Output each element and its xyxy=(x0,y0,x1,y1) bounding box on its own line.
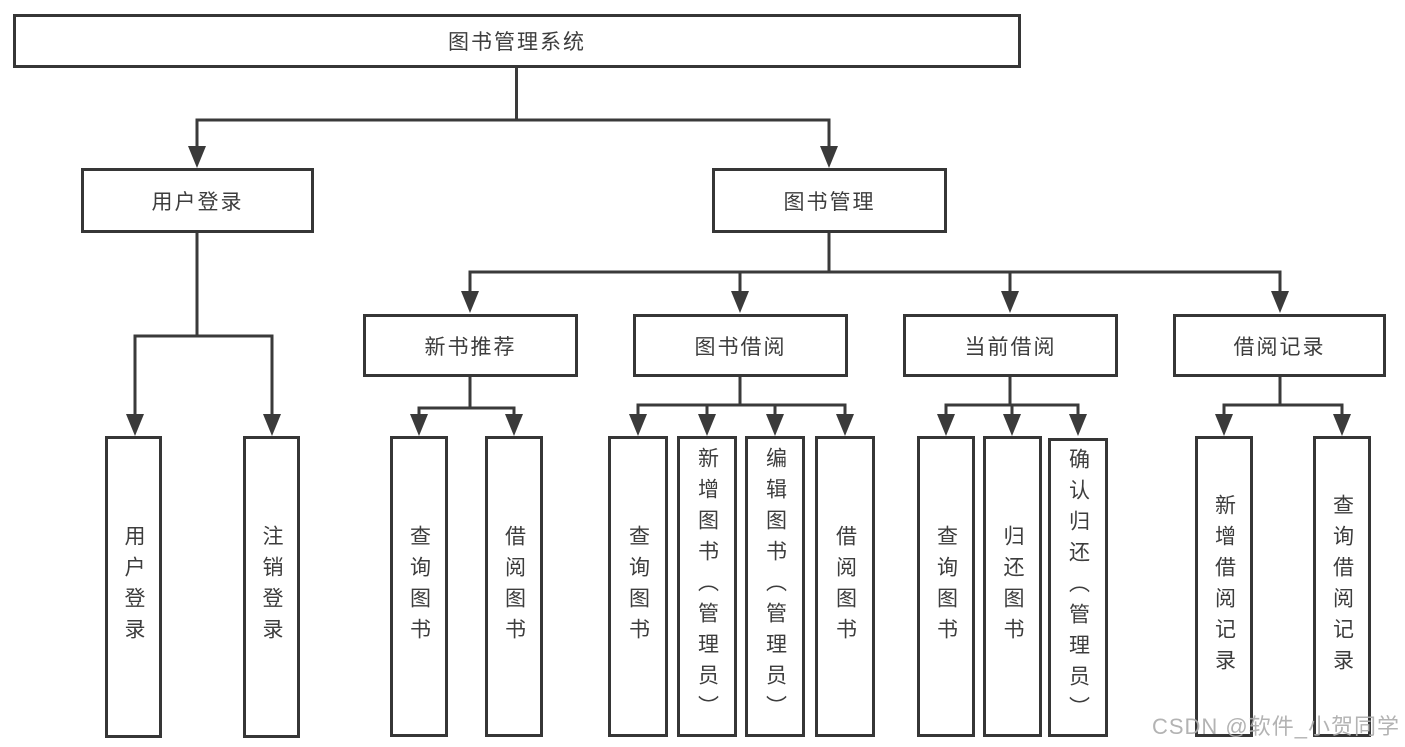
leaf-query-books-borrowing: 查询图书 xyxy=(608,436,668,737)
leaf-logout: 注销登录 xyxy=(243,436,300,738)
arrow-to-leaf-logout xyxy=(263,414,281,436)
node-book-management: 图书管理 xyxy=(712,168,947,233)
arrow-leaf xyxy=(1215,414,1233,436)
node-root-system: 图书管理系统 xyxy=(13,14,1021,68)
arrow-to-new-book-recommend xyxy=(461,291,479,313)
node-new-book-recommend-label: 新书推荐 xyxy=(424,335,517,359)
arrow-leaf xyxy=(1003,414,1021,436)
connector-root-trunk xyxy=(195,68,831,148)
leaf-return-books: 归还图书 xyxy=(983,436,1042,737)
leaf-query-books-recommend: 查询图书 xyxy=(390,436,448,737)
arrow-leaf xyxy=(836,414,854,436)
arrow-leaf xyxy=(766,414,784,436)
leaf-logout-label: 注销登录 xyxy=(260,525,283,649)
leaf-add-books-admin-label: 新增图书（管理员） xyxy=(695,447,719,726)
connector-book-borrowing-trunk xyxy=(636,377,847,418)
connector-current-borrowing-trunk xyxy=(944,377,1080,418)
arrow-leaf xyxy=(1333,414,1351,436)
arrow-to-book-management xyxy=(820,146,838,168)
arrow-to-leaf-user-login xyxy=(126,414,144,436)
leaf-query-books-current-label: 查询图书 xyxy=(934,524,958,649)
arrow-leaf xyxy=(1069,414,1087,436)
leaf-add-borrow-record-label: 新增借阅记录 xyxy=(1212,493,1236,680)
leaf-borrow-books-recommend-label: 借阅图书 xyxy=(502,524,526,649)
leaf-edit-books-admin: 编辑图书（管理员） xyxy=(745,436,805,737)
node-borrowing-records: 借阅记录 xyxy=(1173,314,1386,377)
arrow-leaf xyxy=(505,414,523,436)
connector-book-management-trunk xyxy=(468,233,1282,293)
leaf-confirm-return-admin-label: 确认归还（管理员） xyxy=(1066,448,1090,727)
node-user-login: 用户登录 xyxy=(81,168,314,233)
leaf-return-books-label: 归还图书 xyxy=(1001,524,1024,649)
arrow-to-current-borrowing xyxy=(1001,291,1019,313)
csdn-watermark: CSDN @软件_小贺同学 xyxy=(1151,714,1400,739)
arrow-leaf xyxy=(410,414,428,436)
arrow-leaf xyxy=(937,414,955,436)
leaf-confirm-return-admin: 确认归还（管理员） xyxy=(1048,438,1108,737)
leaf-query-books-current: 查询图书 xyxy=(917,436,975,737)
leaf-query-books-borrowing-label: 查询图书 xyxy=(626,524,650,649)
leaf-user-login: 用户登录 xyxy=(105,436,162,738)
leaf-borrow-books-borrowing-label: 借阅图书 xyxy=(833,524,857,649)
node-new-book-recommend: 新书推荐 xyxy=(363,314,578,377)
node-book-borrowing: 图书借阅 xyxy=(633,314,848,377)
connector-user-login-trunk xyxy=(133,233,274,416)
arrow-to-borrowing-records xyxy=(1271,291,1289,313)
connector-borrowing-records-trunk xyxy=(1222,377,1344,418)
connector-new-book-recommend-trunk xyxy=(417,377,516,418)
node-root-label: 图书管理系统 xyxy=(448,31,586,54)
leaf-borrow-books-borrowing: 借阅图书 xyxy=(815,436,875,737)
arrow-to-user-login xyxy=(188,146,206,168)
leaf-user-login-label: 用户登录 xyxy=(122,525,145,649)
node-book-borrowing-label: 图书借阅 xyxy=(694,335,787,359)
leaf-borrow-books-recommend: 借阅图书 xyxy=(485,436,543,737)
leaf-query-books-recommend-label: 查询图书 xyxy=(407,524,431,649)
node-user-login-label: 用户登录 xyxy=(151,190,244,214)
arrow-leaf xyxy=(698,414,716,436)
leaf-query-borrow-record-label: 查询借阅记录 xyxy=(1330,493,1354,680)
node-current-borrowing: 当前借阅 xyxy=(903,314,1118,377)
node-current-borrowing-label: 当前借阅 xyxy=(964,335,1057,359)
arrow-leaf xyxy=(629,414,647,436)
leaf-add-borrow-record: 新增借阅记录 xyxy=(1195,436,1253,737)
leaf-add-books-admin: 新增图书（管理员） xyxy=(677,436,737,737)
node-borrowing-records-label: 借阅记录 xyxy=(1233,335,1326,359)
arrow-to-book-borrowing xyxy=(731,291,749,313)
node-book-management-label: 图书管理 xyxy=(783,190,876,214)
leaf-edit-books-admin-label: 编辑图书（管理员） xyxy=(763,447,787,726)
leaf-query-borrow-record: 查询借阅记录 xyxy=(1313,436,1371,737)
